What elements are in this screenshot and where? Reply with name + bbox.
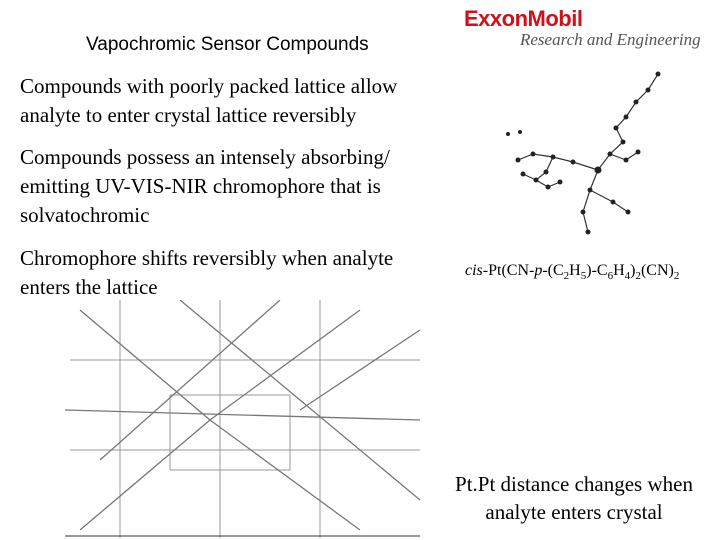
exxonmobil-logo: ExxonMobil Research and Engineering <box>464 6 714 56</box>
crystal-caption: Pt.Pt distance changes when analyte ente… <box>455 472 693 524</box>
bullet-shift: Chromophore shifts reversibly when analy… <box>20 246 394 299</box>
logo-division: Research and Engineering <box>520 30 701 49</box>
compound-formula: cis-Pt(CN-p-(C2H5)-C6H4)2(CN)2 <box>465 262 680 283</box>
bullet-chromophore: Compounds possess an intensely absorbing… <box>20 145 390 227</box>
molecule-structure-image <box>506 71 661 235</box>
bullet-lattice: Compounds with poorly packed lattice all… <box>20 74 398 127</box>
slide-title: Vapochromic Sensor Compounds <box>86 34 369 55</box>
crystal-lattice-image <box>64 300 421 538</box>
logo-brand: ExxonMobil <box>464 6 583 31</box>
